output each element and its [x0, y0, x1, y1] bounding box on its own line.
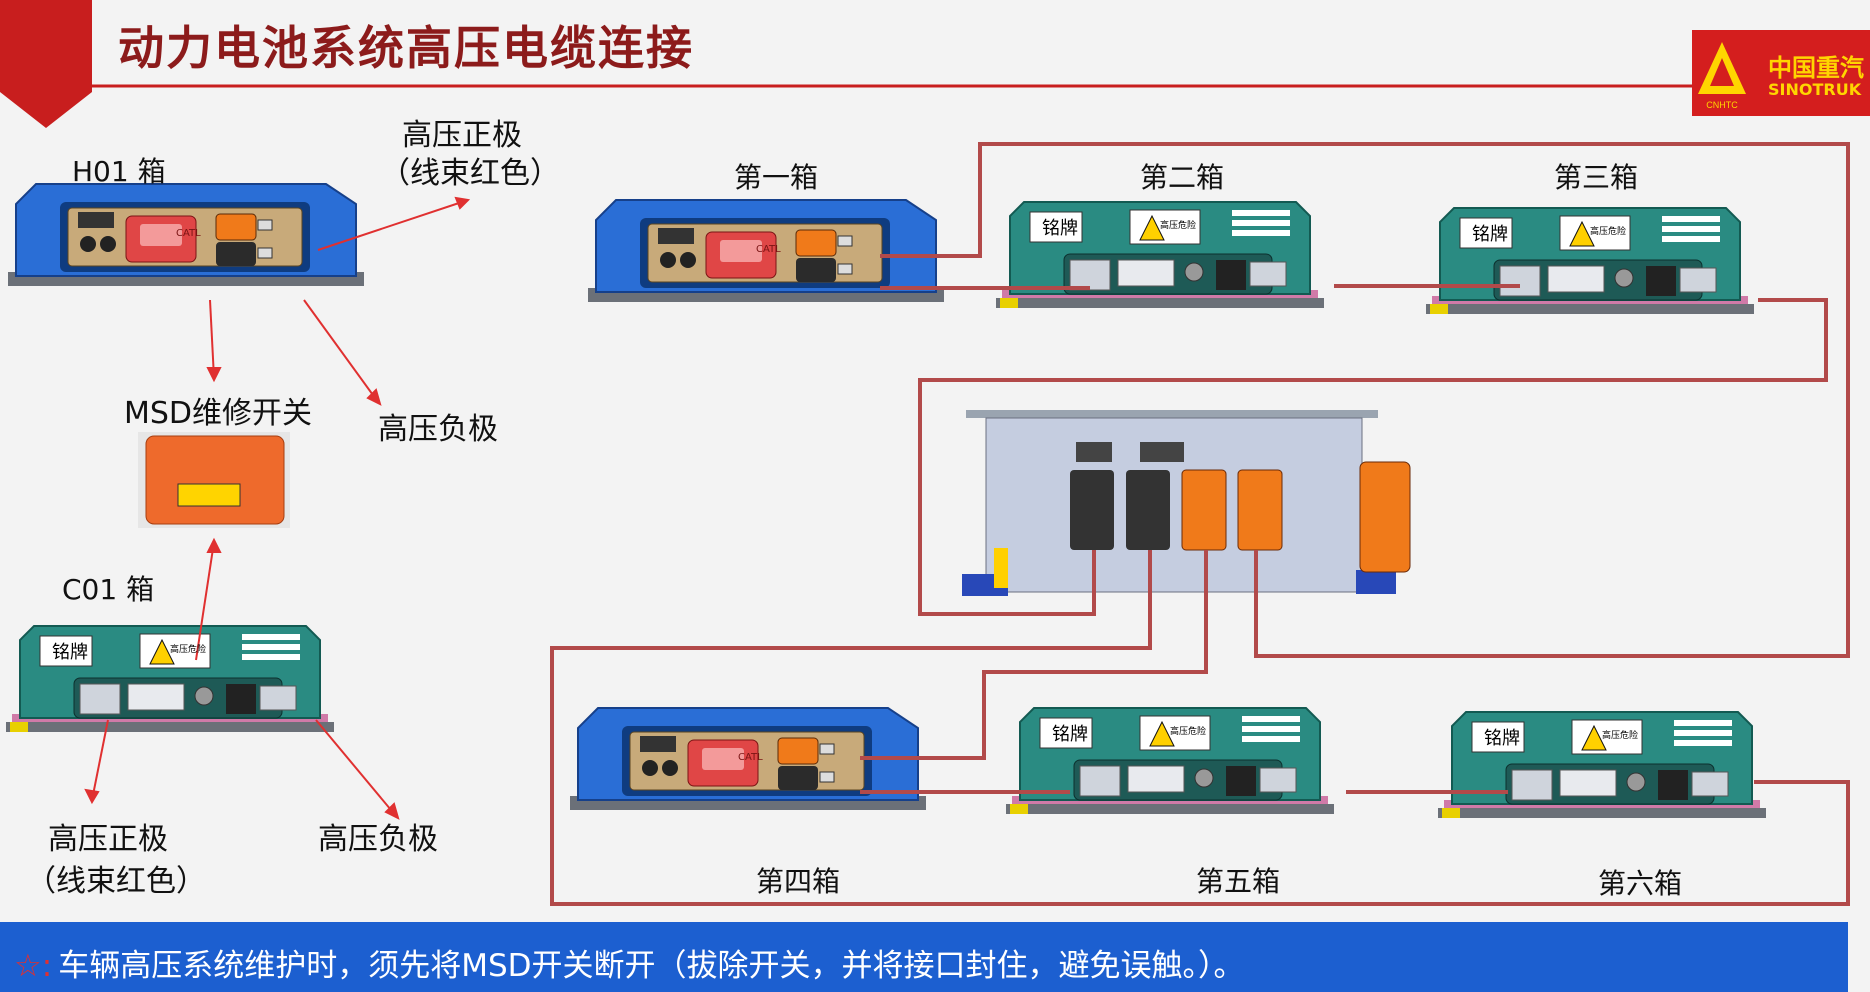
- box-2-label: 第二箱: [1140, 161, 1225, 194]
- h01-box-label: H01 箱: [72, 155, 166, 188]
- msd-switch-photo: [145, 435, 285, 525]
- cnhtc-emblem-icon: CNHTC: [1698, 42, 1746, 110]
- hv-warning-box-3: 高压危险: [1590, 227, 1627, 237]
- hv-positive-wire-color-label: （线束红色）: [380, 156, 560, 191]
- catl-label-h01: CATL: [176, 228, 201, 239]
- star-icon: ☆:: [14, 948, 53, 984]
- annotation-arrows: [84, 196, 471, 820]
- nameplate-box-5: 铭牌: [1052, 724, 1088, 745]
- box-1-label: 第一箱: [734, 161, 819, 194]
- hv-negative-label: 高压负极: [378, 412, 498, 447]
- box-3-label: 第三箱: [1554, 161, 1639, 194]
- hv-positive-label: 高压正极: [402, 118, 522, 153]
- logo-text-cn: 中国重汽: [1768, 54, 1864, 82]
- hv-negative-label-2: 高压负极: [318, 822, 438, 857]
- page-title: 动力电池系统高压电缆连接: [118, 21, 694, 75]
- logo-text-en: SINOTRUK: [1768, 80, 1862, 99]
- note-bar: [0, 922, 1848, 992]
- box-6-label: 第六箱: [1598, 867, 1683, 900]
- hv-positive-wire-color-label-2: （线束红色）: [26, 864, 206, 899]
- maintenance-note-text: 车辆高压系统维护时，须先将MSD开关断开（拔除开关，并将接口封住，避免误触。）。: [58, 948, 1245, 984]
- hv-warning-box-2: 高压危险: [1160, 221, 1197, 231]
- maintenance-note: ☆:车辆高压系统维护时，须先将MSD开关断开（拔除开关，并将接口封住，避免误触。…: [14, 940, 1245, 985]
- hv-warning-c01: 高压危险: [170, 645, 207, 655]
- hv-cable-routes: [550, 142, 1850, 906]
- high-voltage-distribution-box: [962, 410, 1411, 596]
- nameplate-c01: 铭牌: [52, 642, 88, 663]
- catl-label-box-1: CATL: [756, 244, 781, 255]
- sinotruk-logo: CNHTC: [1692, 30, 1870, 116]
- nameplate-box-2: 铭牌: [1042, 218, 1078, 239]
- box-4-label: 第四箱: [756, 865, 841, 898]
- catl-label-box-4: CATL: [738, 752, 763, 763]
- svg-text:CNHTC: CNHTC: [1706, 100, 1738, 110]
- nameplate-box-6: 铭牌: [1484, 728, 1520, 749]
- msd-switch-label: MSD维修开关: [124, 396, 313, 431]
- hv-positive-label-2: 高压正极: [48, 822, 168, 857]
- hv-warning-box-5: 高压危险: [1170, 727, 1207, 737]
- hv-warning-box-6: 高压危险: [1602, 731, 1639, 741]
- c01-box-label: C01 箱: [62, 573, 155, 606]
- nameplate-box-3: 铭牌: [1472, 224, 1508, 245]
- box-5-label: 第五箱: [1196, 865, 1281, 898]
